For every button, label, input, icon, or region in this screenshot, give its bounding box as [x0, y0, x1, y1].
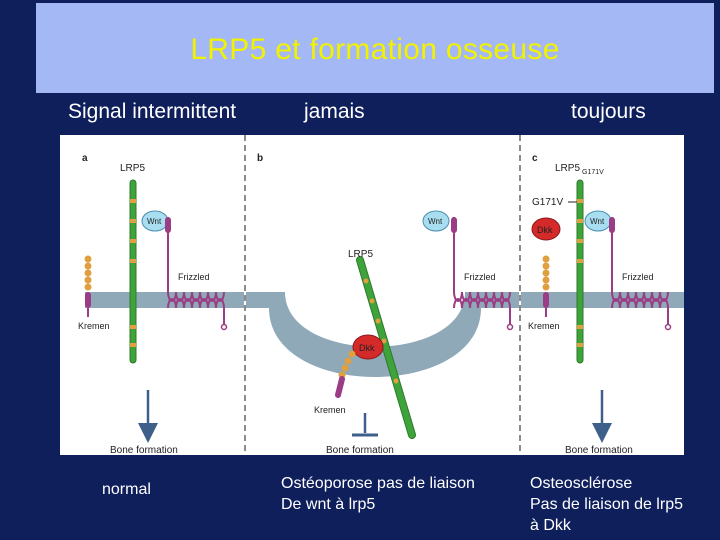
panel-c-lrp5-sub: G171V — [582, 169, 604, 176]
caption-osteosclerose-line2: Pas de liaison de lrp5 — [530, 496, 683, 513]
panel-c-frizzled — [611, 291, 669, 302]
panel-c-kremen-label: Kremen — [528, 321, 560, 331]
panel-a-frizzled — [167, 291, 225, 302]
panel-a-frizzled-label: Frizzled — [178, 272, 210, 282]
panel-b-dkk — [352, 334, 384, 360]
panel-c-letter: c — [532, 153, 538, 164]
panel-c-lrp5 — [576, 179, 584, 364]
panel-b-kremen-label: Kremen — [314, 405, 346, 415]
caption-normal-text: normal — [102, 481, 151, 498]
caption-osteoporose-line1: Ostéoporose pas de liaison — [281, 475, 475, 492]
panel-b-frizzled — [453, 291, 511, 302]
panel-b-frizzled-label: Frizzled — [464, 272, 496, 282]
panel-c-g171v-label: G171V — [532, 197, 563, 208]
panel-b: b LRP5 Dkk Kremen Wnt Frizzled Bone form… — [246, 153, 519, 455]
panel-a-bone-label: Bone formation — [110, 445, 178, 455]
panel-a-membrane — [85, 292, 244, 308]
caption-osteosclerose-line1: Osteosclérose — [530, 475, 633, 492]
panel-a-lrp5-label: LRP5 — [120, 163, 145, 174]
panel-c-wnt-label: Wnt — [590, 217, 605, 226]
panel-c-dkk-label: Dkk — [537, 225, 553, 235]
panel-b-membrane — [246, 292, 519, 377]
panel-a-kremen-label: Kremen — [78, 321, 110, 331]
panel-b-dkk-label: Dkk — [359, 343, 375, 353]
lrp5-diagram: a LRP5 Wnt Kremen Frizzled Bone formatio… — [60, 135, 684, 455]
panel-b-lrp5-label: LRP5 — [348, 249, 373, 260]
panel-b-lrp5 — [357, 257, 415, 438]
panel-b-letter: b — [257, 153, 263, 164]
panel-c: c LRP5 G171V G171V Dkk Wnt Kremen Frizzl… — [521, 153, 684, 455]
panel-b-wnt — [422, 210, 450, 232]
panel-a: a LRP5 Wnt Kremen Frizzled Bone formatio… — [78, 153, 244, 455]
header-jamais: jamais — [304, 100, 365, 123]
header-intermittent: Signal intermittent — [68, 100, 237, 123]
caption-normal: normal — [102, 479, 151, 500]
caption-osteosclerose-line3: à Dkk — [530, 517, 571, 534]
panel-b-bone-label: Bone formation — [326, 445, 394, 455]
caption-osteoporose-line2: De wnt à lrp5 — [281, 496, 376, 513]
panel-c-frizzled-label: Frizzled — [622, 272, 654, 282]
title-bar: LRP5 et formation osseuse — [36, 3, 714, 93]
panel-c-bone-label: Bone formation — [565, 445, 633, 455]
header-toujours: toujours — [571, 100, 646, 123]
panel-a-letter: a — [82, 153, 88, 164]
panel-c-dkk — [531, 217, 561, 241]
panel-a-wnt-label: Wnt — [147, 217, 162, 226]
panel-a-lrp5 — [129, 179, 137, 364]
caption-osteosclerose: Osteosclérose Pas de liaison de lrp5 à D… — [530, 473, 683, 536]
caption-osteoporose: Ostéoporose pas de liaison De wnt à lrp5 — [281, 473, 475, 515]
slide-title: LRP5 et formation osseuse — [190, 33, 560, 66]
panel-c-lrp5-label: LRP5 — [555, 163, 580, 174]
panel-b-wnt-label: Wnt — [428, 217, 443, 226]
